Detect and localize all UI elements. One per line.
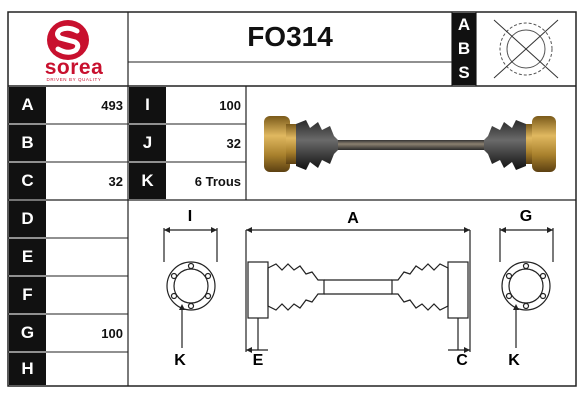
brand-logo: [8, 12, 128, 86]
spec-label-g: G: [9, 315, 46, 351]
spec-value-j: 32: [226, 135, 241, 151]
spec-value-k: 6 Trous: [194, 173, 241, 189]
diagram-label-a: A: [347, 210, 359, 227]
spec-value-d: [46, 201, 128, 237]
spec-value-h: [46, 353, 128, 385]
spec-value-a: 493: [101, 97, 123, 113]
spec-label-f: F: [9, 277, 46, 313]
spec-value-g: 100: [101, 325, 123, 341]
abs-letter-a: A: [452, 13, 476, 37]
spec-label-d: D: [9, 201, 46, 237]
spec-value-e: [46, 239, 128, 275]
diagram-label-k-right: K: [508, 352, 520, 369]
spec-label-i: I: [129, 87, 166, 123]
spec-label-c: C: [9, 163, 46, 199]
diagram-label-g: G: [519, 208, 533, 225]
drive-shaft-photo: [264, 116, 556, 172]
brand-wordmark: sorea: [44, 56, 104, 79]
spec-label-h: H: [9, 353, 46, 385]
spec-value-c: 32: [108, 173, 123, 189]
spec-label-a: A: [9, 87, 46, 123]
spec-label-b: B: [9, 125, 46, 161]
logo-mark-icon: [47, 20, 89, 60]
diagram-label-c: C: [456, 352, 468, 369]
dimension-diagram: [163, 227, 554, 353]
brand-tagline: DRIVEN BY QUALITY: [46, 77, 102, 82]
part-number-title: FO314: [247, 21, 333, 52]
abs-letter-s: S: [452, 61, 476, 85]
diagram-label-i: I: [187, 208, 193, 225]
spec-value-i: 100: [219, 97, 241, 113]
abs-letter-b: B: [452, 37, 476, 61]
spec-value-f: [46, 277, 128, 313]
diagram-label-k-left: K: [174, 352, 186, 369]
diagram-label-e: E: [252, 352, 264, 369]
abs-ring-crossed-icon: [493, 19, 559, 79]
spec-label-k: K: [129, 163, 166, 199]
spec-label-e: E: [9, 239, 46, 275]
spec-label-j: J: [129, 125, 166, 161]
spec-value-b: [46, 125, 128, 161]
